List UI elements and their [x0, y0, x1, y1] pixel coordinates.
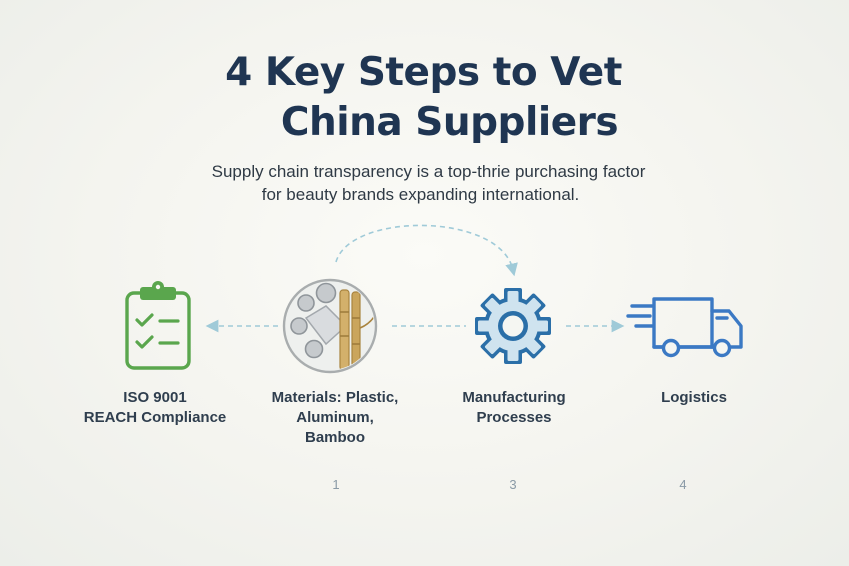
clipboard-checklist-icon — [125, 281, 191, 370]
step-label-logistics: Logistics — [594, 388, 794, 408]
step-number: 4 — [679, 477, 687, 492]
materials-icon — [282, 278, 378, 374]
delivery-truck-icon — [626, 297, 743, 358]
step-label-manufacturing: Manufacturing Processes — [414, 388, 614, 428]
step-label-line: Materials: Plastic, — [271, 389, 399, 406]
page-title-line-1: 4 Key Steps to Vet — [225, 50, 622, 95]
step-label-line: Processes — [476, 409, 552, 426]
subtitle-line-1: Supply chain transparency is a top-thrie… — [211, 162, 646, 181]
step-label-line: Logistics — [661, 389, 727, 406]
page-title-line-2: China Suppliers — [280, 100, 619, 145]
gear-icon — [475, 288, 551, 364]
connector-arc-to-step-3 — [335, 224, 518, 277]
step-label-line: REACH Compliance — [83, 409, 227, 426]
step-label-line: Bamboo — [305, 429, 365, 446]
subtitle-line-2: for beauty brands expanding internationa… — [261, 185, 580, 204]
step-label-line: ISO 9001 — [123, 389, 187, 406]
step-label-compliance: ISO 9001 REACH Compliance — [55, 388, 255, 428]
step-label-line: Manufacturing — [462, 389, 566, 406]
step-label-materials: Materials: Plastic, Aluminum, Bamboo — [235, 388, 435, 448]
step-label-line: Aluminum, — [296, 409, 374, 426]
step-number: 1 — [332, 477, 340, 492]
step-number: 3 — [509, 477, 517, 492]
